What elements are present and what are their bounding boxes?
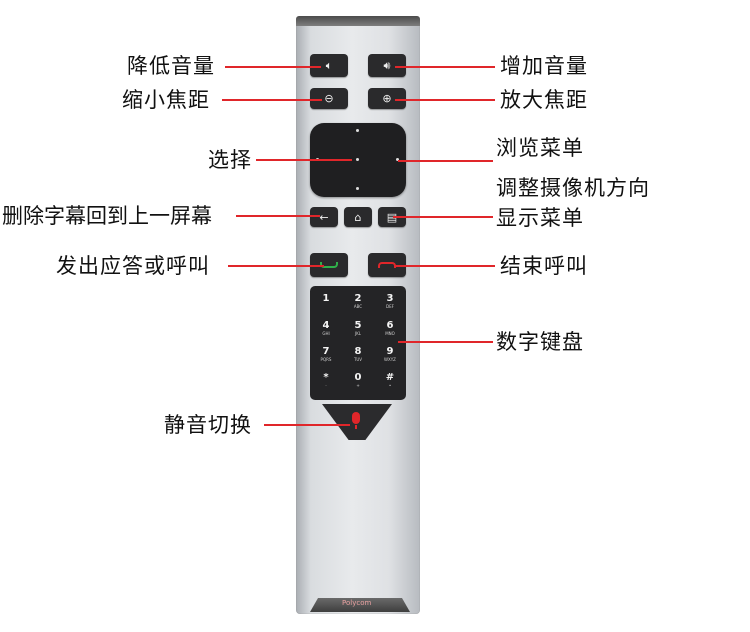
volume-down-button[interactable]: 🔈︎ [310, 54, 348, 77]
menu-icon: ▤ [386, 210, 398, 224]
home-button[interactable]: ⌂ [344, 207, 372, 227]
leader-line-end-call [395, 265, 495, 267]
speaker-high-icon: 🔊︎ [383, 58, 391, 72]
leader-line-volume-down [225, 66, 321, 68]
label-volume-down: 降低音量 [127, 54, 215, 78]
key-1[interactable]: 1 [322, 293, 330, 304]
label-select: 选择 [208, 148, 252, 172]
dpad-right-dot [396, 158, 399, 161]
back-button[interactable]: ← [310, 207, 338, 227]
label-volume-up: 增加音量 [500, 54, 588, 78]
label-keypad: 数字键盘 [496, 330, 584, 354]
leader-line-browse [398, 160, 493, 162]
leader-line-zoom-in [395, 99, 495, 101]
label-show-menu: 显示菜单 [496, 206, 584, 230]
zoom-in-button[interactable]: ⊕ [368, 88, 406, 109]
home-icon: ⌂ [354, 210, 362, 224]
menu-button[interactable]: ▤ [378, 207, 406, 227]
label-end-call: 结束呼叫 [500, 254, 588, 278]
key-0[interactable]: 0+ [354, 372, 362, 388]
leader-line-keypad [398, 341, 493, 343]
remote-top-cap [296, 16, 420, 26]
leader-line-select [256, 159, 352, 161]
end-call-button[interactable] [368, 253, 406, 277]
label-call-answer: 发出应答或呼叫 [56, 254, 210, 278]
key-hash[interactable]: #• [385, 372, 395, 388]
phone-hangup-icon [378, 262, 396, 268]
leader-line-menu [393, 216, 493, 218]
volume-up-button[interactable]: 🔊︎ [368, 54, 406, 77]
leader-line-call [228, 265, 324, 267]
label-zoom-in: 放大焦距 [500, 88, 588, 112]
microphone-icon [352, 412, 360, 424]
zoom-out-button[interactable]: ⊖ [310, 88, 348, 109]
dpad-down-dot [356, 187, 359, 190]
leader-line-zoom-out [222, 99, 322, 101]
speaker-low-icon: 🔈︎ [325, 58, 333, 72]
zoom-out-icon: ⊖ [324, 92, 334, 105]
label-browse-menu: 浏览菜单 [496, 136, 584, 160]
leader-line-mute [264, 424, 350, 426]
back-arrow-icon: ← [319, 210, 329, 224]
microphone-stand-icon [355, 425, 357, 429]
key-star[interactable]: *· [323, 372, 329, 388]
brand-logo: Polycom [342, 599, 372, 607]
label-adjust-camera: 调整摄像机方向 [496, 176, 650, 200]
dpad-up-dot [356, 129, 359, 132]
leader-line-back [236, 215, 320, 217]
dpad-select-dot [356, 158, 359, 161]
label-back-delete: 删除字幕回到上一屏幕 [2, 204, 212, 228]
remote-bottom-cap [310, 598, 410, 612]
label-zoom-out: 缩小焦距 [122, 88, 210, 112]
zoom-in-icon: ⊕ [382, 92, 392, 105]
leader-line-volume-up [395, 66, 495, 68]
label-mute-toggle: 静音切换 [164, 413, 252, 437]
